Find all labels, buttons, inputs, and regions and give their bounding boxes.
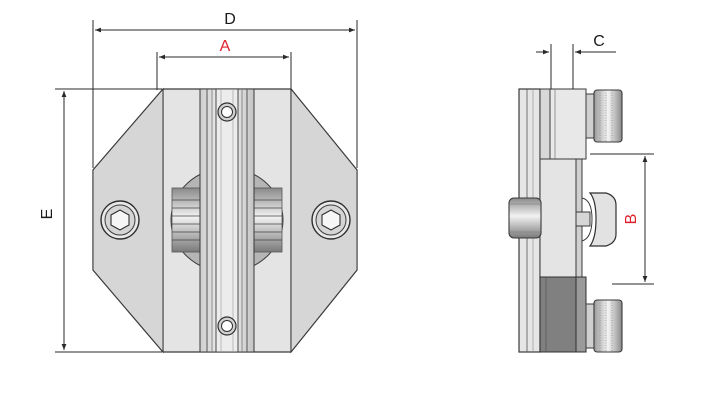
side-stub [508,197,542,239]
rail-hole-top [217,102,237,122]
label-e: E [39,209,56,220]
t-nut [575,192,617,247]
rail-hole-bottom [217,316,237,336]
hex-screw-right [311,200,351,240]
dimension-d: D [92,11,358,168]
center-rail [199,88,255,353]
front-view [92,87,358,354]
label-c: C [593,33,605,50]
dimension-c: C [536,33,616,89]
side-view [508,88,623,353]
bottom-knob [585,299,623,353]
label-d: D [224,11,236,28]
dimension-e: E [39,88,162,353]
dimension-b: B [590,153,654,285]
label-a: A [220,38,231,55]
label-b: B [623,214,640,225]
dimension-a: A [156,38,292,90]
top-knob [585,89,623,143]
hex-screw-left [100,200,140,240]
